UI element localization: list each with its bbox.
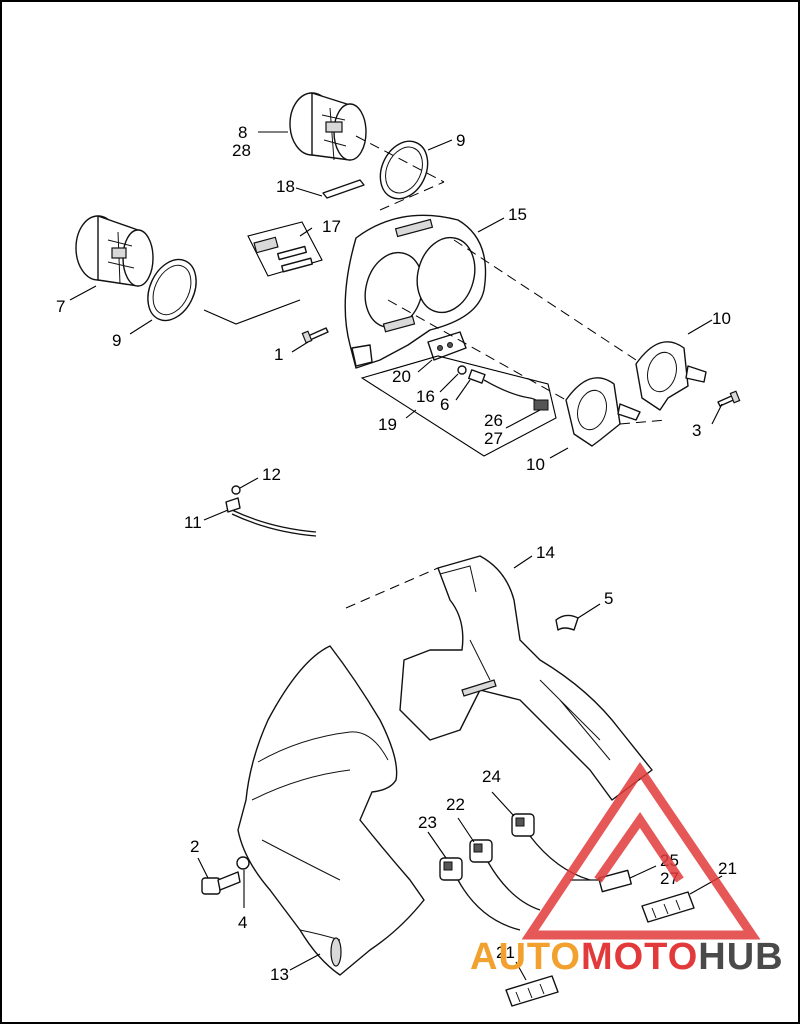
part-19-kit-outline (360, 355, 557, 457)
callout-20: 20 (392, 367, 411, 386)
callout-13: 13 (270, 965, 289, 984)
part-17-kit (247, 221, 323, 277)
part-12-clip (231, 485, 241, 495)
leader-lines (69, 131, 723, 981)
alignment-line-6 (619, 419, 667, 425)
alignment-line-5 (345, 567, 439, 609)
part-1-screw (301, 327, 329, 344)
callout-1: 1 (274, 345, 283, 364)
watermark-moto: MOTO (580, 936, 699, 978)
callout-22: 22 (446, 795, 465, 814)
callout-9-left: 9 (112, 331, 121, 350)
callout-4: 4 (238, 913, 247, 932)
watermark-logo-triangle (521, 761, 761, 940)
part-5-clip (555, 614, 579, 631)
callout-24: 24 (482, 767, 501, 786)
part-9-gasket-upper (379, 140, 429, 200)
callout-15: 15 (508, 205, 527, 224)
part-9-gasket-left (147, 258, 197, 322)
part-21-mount-right (641, 891, 695, 923)
alignment-line-7 (203, 299, 301, 325)
alignment-line-1 (355, 135, 445, 183)
alignment-line-2 (379, 181, 445, 211)
part-2-bolt (201, 871, 241, 895)
part-15-gauge-bracket (344, 214, 487, 369)
callout-7: 7 (56, 297, 65, 316)
part-6-socket-harness (468, 369, 549, 411)
callout-10-lower: 10 (526, 455, 545, 474)
callout-12: 12 (262, 465, 281, 484)
watermark-hub: HUB (698, 936, 784, 978)
part-10-bracket-upper (635, 341, 707, 411)
part-16-bulb (457, 365, 467, 375)
watermark-auto: AUTO (470, 936, 581, 978)
alignment-line-4 (387, 299, 567, 401)
part-4-washer (236, 856, 250, 870)
part-24-switch (511, 813, 591, 881)
callout-11: 11 (184, 513, 202, 532)
callout-3: 3 (692, 421, 701, 440)
callout-19: 19 (378, 415, 397, 434)
callout-5: 5 (604, 589, 613, 608)
callout-26: 26 (484, 411, 503, 430)
part-13-fairing (237, 645, 425, 976)
part-3-screw (717, 390, 741, 407)
part-18-strip (322, 179, 365, 199)
part-11-cable-tie (225, 497, 317, 537)
callout-21-right: 21 (718, 859, 737, 878)
callout-14: 14 (536, 543, 555, 562)
alignment-line-3 (453, 239, 637, 361)
callout-23: 23 (418, 813, 437, 832)
callout-17: 17 (322, 217, 341, 236)
part-7-gauge-housing (75, 215, 154, 287)
callout-2: 2 (190, 837, 199, 856)
callout-21-left: 21 (496, 943, 515, 962)
watermark-brand-text: AUTOMOTOHUB (470, 938, 784, 976)
part-25-connector (570, 869, 633, 893)
callout-8: 8 (238, 123, 247, 142)
part-20-connector (427, 331, 467, 361)
part-10-bracket-lower (565, 377, 641, 447)
callout-18: 18 (276, 177, 295, 196)
part-22-switch (469, 839, 541, 911)
part-14-lower-cover (399, 555, 653, 801)
callout-16: 16 (416, 387, 435, 406)
callout-10-upper: 10 (712, 309, 731, 328)
part-8-gauge-housing (289, 92, 367, 161)
callout-27-upper: 27 (484, 429, 503, 448)
callout-9-upper: 9 (456, 131, 465, 150)
callout-6: 6 (440, 395, 449, 414)
part-21-mount-left (505, 975, 559, 1007)
part-23-switch (439, 857, 521, 931)
callout-28: 28 (232, 141, 251, 160)
